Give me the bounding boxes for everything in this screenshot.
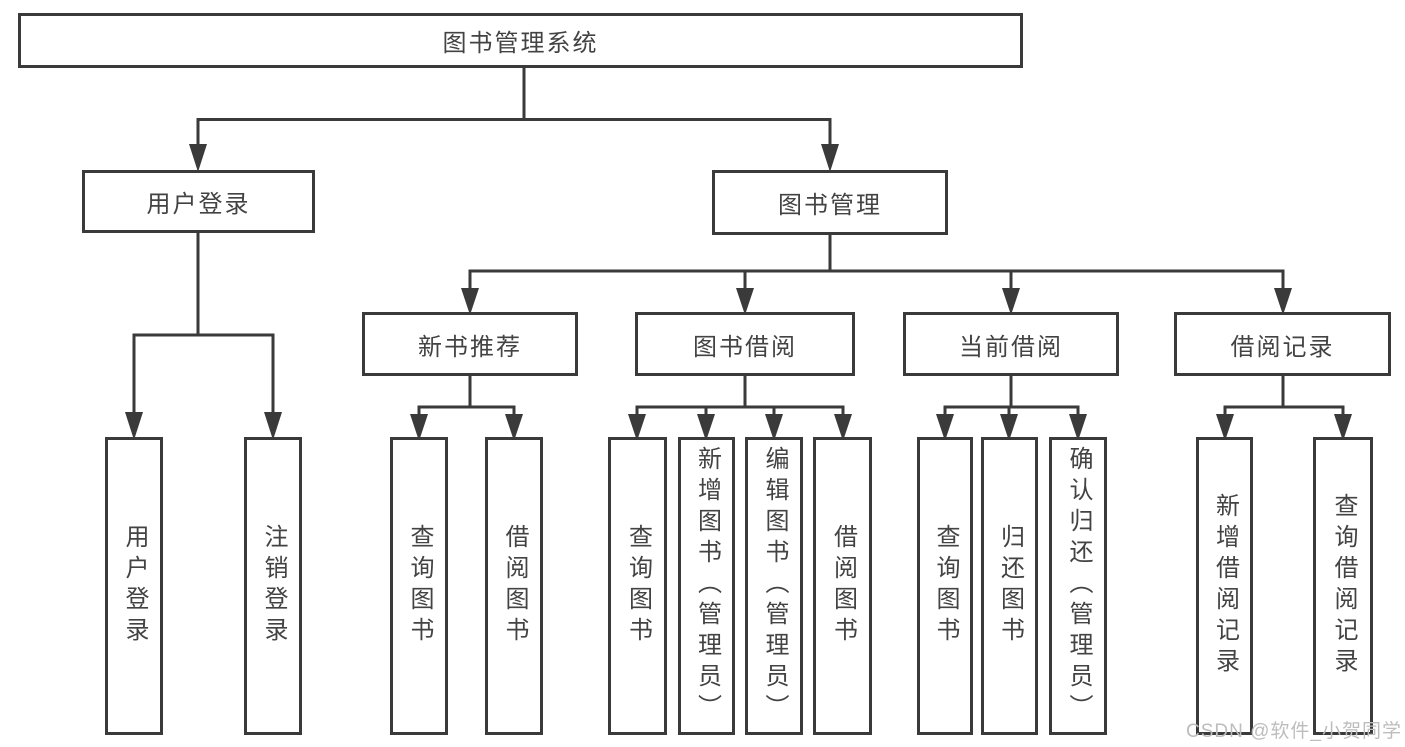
node-borrowing-records: 借阅记录: [1174, 312, 1391, 376]
node-leaf-cb-query-books: 查询图书: [917, 437, 973, 735]
node-leaf-br-query-record: 查询借阅记录: [1313, 437, 1373, 735]
node-user-login: 用户登录: [82, 170, 315, 233]
arrowheads: [125, 144, 1352, 441]
node-leaf-bb-edit-books-admin: 编辑图书（管理员）: [745, 437, 803, 735]
node-leaf-bb-query-books: 查询图书: [608, 437, 667, 735]
node-leaf-cb-confirm-return-admin: 确认归还（管理员）: [1049, 437, 1107, 735]
node-leaf-bb-borrow-books: 借阅图书: [813, 437, 872, 735]
node-book-management: 图书管理: [712, 170, 948, 235]
node-leaf-cb-return-books: 归还图书: [981, 437, 1038, 735]
node-leaf-br-add-record: 新增借阅记录: [1196, 437, 1253, 735]
node-root-library-system: 图书管理系统: [18, 13, 1023, 68]
csdn-watermark: CSDN @软件_小贺同学: [1186, 721, 1402, 742]
node-current-borrowing: 当前借阅: [903, 312, 1119, 376]
node-leaf-logout: 注销登录: [244, 437, 302, 735]
node-leaf-user-login: 用户登录: [105, 437, 163, 735]
node-new-book-recommend: 新书推荐: [362, 312, 578, 376]
node-leaf-nbr-borrow-books: 借阅图书: [485, 437, 543, 735]
node-leaf-bb-add-books-admin: 新增图书（管理员）: [678, 437, 735, 735]
node-leaf-nbr-query-books: 查询图书: [390, 437, 448, 735]
node-book-borrowing: 图书借阅: [635, 312, 855, 376]
